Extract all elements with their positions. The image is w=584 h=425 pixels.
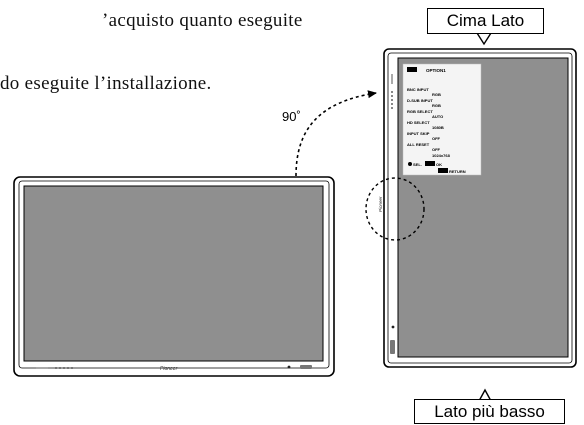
landscape-power-indicator xyxy=(287,365,291,369)
logo-highlight-circle xyxy=(365,177,425,241)
osd-item-value-7: 1024x768 xyxy=(432,153,451,158)
portrait-brand-logo: Pioneer xyxy=(378,196,383,212)
top-label-pointer xyxy=(476,32,492,46)
osd-item-value-2: RGB xyxy=(432,103,441,108)
osd-footer-ok: OK xyxy=(436,162,442,167)
landscape-sensor xyxy=(300,365,312,369)
osd-menu-panel xyxy=(402,63,482,176)
body-text-line-1: ’acquisto quanto eseguite xyxy=(102,10,303,31)
top-side-label: Cima Lato xyxy=(427,8,544,34)
osd-item-label-3: RGB SELECT xyxy=(407,109,433,114)
landscape-display-screen xyxy=(23,185,324,362)
osd-item-value-1: RGB xyxy=(432,92,441,97)
osd-item-label-6: ALL RESET xyxy=(407,142,430,147)
osd-menu-icon xyxy=(407,67,417,72)
osd-select-icon xyxy=(408,162,412,166)
landscape-display: Pioneer xyxy=(13,176,335,377)
osd-item-value-4: 1080B xyxy=(432,125,444,130)
osd-return-key-icon xyxy=(438,168,448,173)
portrait-sensor xyxy=(390,340,395,354)
osd-footer-return: RETURN xyxy=(449,169,466,174)
osd-item-label-1: BNC INPUT xyxy=(407,87,429,92)
landscape-brand-logo: Pioneer xyxy=(160,366,178,372)
portrait-display: Pioneer xyxy=(378,48,577,368)
osd-menu-title: OPTION1 xyxy=(426,68,446,73)
rotation-label: 90˚ xyxy=(282,109,301,124)
landscape-display-inner-bezel xyxy=(18,180,330,369)
osd-item-label-4: HD SELECT xyxy=(407,120,430,125)
osd-item-value-5: OFF xyxy=(432,136,441,141)
osd-item-label-2: D-SUB INPUT xyxy=(407,98,433,103)
portrait-front-buttons xyxy=(391,74,393,109)
bottom-label-pointer xyxy=(478,388,492,402)
osd-menu: OPTION1 BNC INPUT RGB D-SUB INPUT RGB RG… xyxy=(402,63,482,176)
bottom-side-label: Lato più basso xyxy=(414,399,565,424)
osd-footer-select: SEL. xyxy=(413,162,422,167)
osd-ok-key-icon xyxy=(425,161,435,166)
osd-item-value-3: AUTO xyxy=(432,114,443,119)
portrait-display-inner-bezel xyxy=(387,52,573,364)
osd-item-value-6: OFF xyxy=(432,147,441,152)
body-text-line-2: do eseguite l’installazione. xyxy=(0,73,212,94)
rotation-arrow xyxy=(295,90,377,177)
landscape-front-buttons xyxy=(36,367,73,369)
osd-item-label-5: INPUT SKIP xyxy=(407,131,430,136)
portrait-power-indicator xyxy=(391,325,395,329)
